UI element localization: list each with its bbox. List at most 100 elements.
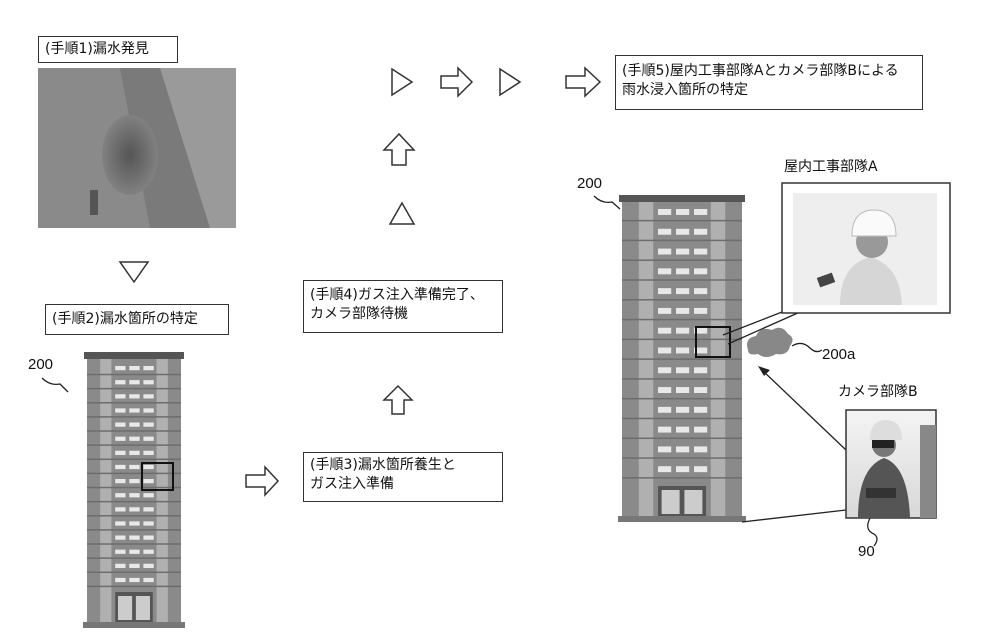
floor-line — [622, 477, 742, 479]
floor-line — [87, 373, 181, 376]
window — [694, 367, 708, 374]
window — [658, 367, 672, 374]
window — [143, 507, 154, 512]
window — [658, 347, 672, 354]
right-arrow-icon — [245, 465, 280, 497]
floor-line — [622, 358, 742, 360]
leak-location-highlight — [695, 326, 731, 358]
arrow-head-icon — [758, 366, 770, 376]
window — [676, 327, 690, 334]
window — [115, 436, 126, 441]
step4-box: (手順4)ガス注入準備完了、カメラ部隊待機 — [303, 280, 503, 333]
window — [143, 493, 154, 498]
window — [129, 535, 140, 540]
window — [129, 366, 140, 371]
floor-line — [622, 417, 742, 420]
right-triangle-icon — [499, 67, 522, 97]
window — [129, 422, 140, 427]
window — [115, 394, 126, 399]
floor-line — [622, 259, 742, 261]
building-ref-label: 200 — [28, 356, 54, 373]
window — [143, 436, 154, 441]
building-ref-label: 200 — [577, 175, 603, 192]
step5-line1: (手順5)屋内工事部隊Aとカメラ部隊Bによる — [622, 63, 899, 79]
window — [129, 380, 140, 385]
floor-line — [622, 397, 742, 400]
camera-ref-label: 90 — [858, 543, 875, 560]
gas-ref-label: 200a — [822, 346, 856, 363]
window — [658, 466, 672, 473]
floor-line — [87, 402, 181, 404]
window — [658, 387, 672, 394]
window — [143, 450, 154, 455]
step2-box: (手順2)漏水箇所の特定 — [45, 304, 229, 335]
window — [694, 268, 708, 275]
window — [694, 347, 708, 354]
window — [143, 577, 154, 583]
window — [676, 466, 690, 473]
window — [129, 507, 140, 512]
window — [658, 209, 672, 215]
building-base — [618, 516, 746, 522]
window — [676, 248, 690, 255]
window — [658, 307, 672, 314]
floor-line — [87, 500, 181, 503]
camera-sight-line — [761, 369, 847, 451]
window — [129, 549, 140, 554]
window — [115, 464, 126, 470]
window — [143, 549, 154, 554]
window — [115, 380, 126, 385]
window — [115, 577, 126, 583]
window — [115, 563, 126, 568]
step5-box: (手順5)屋内工事部隊Aとカメラ部隊Bによる雨水浸入箇所の特定 — [615, 55, 923, 110]
right-arrow-icon — [565, 66, 602, 98]
window — [143, 521, 154, 526]
window — [115, 408, 126, 413]
window — [129, 394, 140, 399]
window — [143, 380, 154, 385]
window — [129, 436, 140, 441]
entrance-door — [118, 596, 133, 620]
floor-line — [87, 472, 181, 475]
floor-line — [87, 387, 181, 390]
window — [658, 228, 672, 235]
floor-line — [622, 457, 742, 459]
floor-line — [87, 529, 181, 531]
window — [694, 446, 708, 453]
window — [129, 577, 140, 583]
floor-line — [87, 430, 181, 432]
leak-location-highlight — [141, 462, 174, 491]
window — [658, 446, 672, 453]
floor-line — [622, 239, 742, 242]
window — [143, 479, 154, 484]
up-arrow-icon — [382, 384, 414, 415]
floor-line — [87, 416, 181, 418]
window — [676, 268, 690, 275]
gas-cloud — [747, 327, 793, 357]
camera-team-photo — [845, 409, 937, 519]
step3-line1: (手順3)漏水箇所養生と — [310, 457, 456, 473]
step1-label: (手順1)漏水発見 — [45, 41, 149, 57]
window — [694, 466, 708, 473]
step1-box: (手順1)漏水発見 — [38, 36, 178, 63]
building-roof — [619, 195, 745, 202]
window — [676, 347, 690, 354]
floor-line — [87, 543, 181, 545]
floor-line — [622, 338, 742, 341]
window — [694, 228, 708, 235]
window — [129, 479, 140, 484]
building-pillar — [638, 202, 654, 522]
window — [115, 535, 126, 540]
entrance-door — [661, 490, 680, 514]
window — [115, 479, 126, 484]
right-arrow-icon — [440, 66, 474, 98]
building-200-left — [83, 352, 185, 628]
window — [676, 288, 690, 295]
step5-line2: 雨水浸入箇所の特定 — [622, 82, 748, 98]
step4-line2: カメラ部隊待機 — [310, 306, 408, 322]
window — [143, 563, 154, 568]
window — [129, 464, 140, 470]
window — [694, 426, 708, 433]
